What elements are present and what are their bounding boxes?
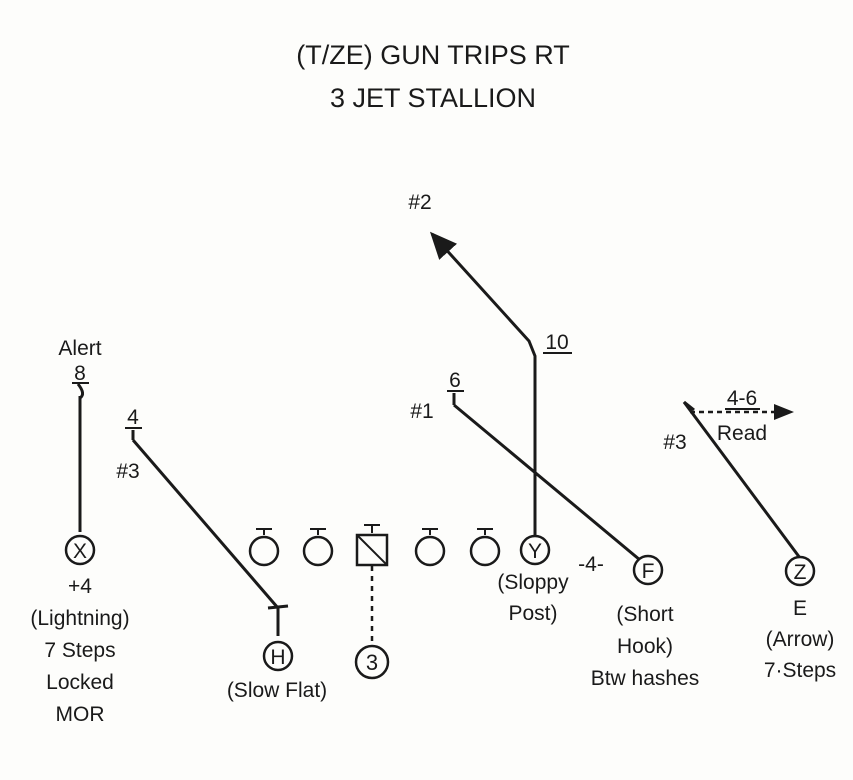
x-note-line5: MOR xyxy=(56,703,105,726)
y-route xyxy=(429,231,537,536)
x-route-break xyxy=(76,383,85,400)
z-route-depth: 4-6 xyxy=(727,387,757,410)
center-slash xyxy=(356,534,388,566)
y-receiver-letter: Y xyxy=(528,540,542,563)
offensive-line xyxy=(248,524,501,567)
f-receiver-letter: F xyxy=(642,560,655,583)
f-route-depth: 6 xyxy=(449,369,461,392)
y-note-line1: (Sloppy xyxy=(497,571,569,594)
h-note: (Slow Flat) xyxy=(227,679,327,702)
z-read-arrowhead xyxy=(774,404,794,420)
f-note-line2: Hook) xyxy=(617,635,673,658)
x-note-line1: +4 xyxy=(68,575,92,598)
h-back-letter: H xyxy=(270,646,285,669)
h-route-depth: 4 xyxy=(127,406,139,429)
z-route-corner xyxy=(683,400,695,412)
h-back xyxy=(262,640,294,672)
x-receiver-letter: X xyxy=(73,540,87,563)
x-route-depth: 8 xyxy=(74,362,86,385)
z-read-tag: Read xyxy=(717,422,767,445)
f-receiver xyxy=(632,554,664,586)
x-note-line3: 7 Steps xyxy=(44,639,115,662)
z-receiver xyxy=(784,555,816,587)
y-route-depth: 10 xyxy=(545,331,568,354)
x-receiver xyxy=(64,534,96,566)
y-read-label: #2 xyxy=(408,191,431,214)
play-title-concept: 3 JET STALLION xyxy=(330,83,536,113)
x-note-line2: (Lightning) xyxy=(30,607,129,630)
x-alert-label: Alert xyxy=(58,337,101,360)
y-receiver xyxy=(519,534,551,566)
play-title-formation: (T/ZE) GUN TRIPS RT xyxy=(296,40,570,70)
z-note-line1: E xyxy=(793,597,807,620)
quarterback xyxy=(354,644,390,680)
left-guard xyxy=(302,535,334,567)
y-note-line2: Post) xyxy=(508,602,557,625)
f-route xyxy=(453,403,641,562)
f-split: -4- xyxy=(578,553,604,576)
left-tackle xyxy=(248,535,280,567)
f-note-line3: Btw hashes xyxy=(591,667,700,690)
f-read-label: #1 xyxy=(410,400,433,423)
z-note-line2: (Arrow) xyxy=(766,628,835,651)
quarterback-number: 3 xyxy=(366,650,378,675)
z-read-label: #3 xyxy=(663,431,686,454)
h-read-label: #3 xyxy=(116,460,139,483)
x-note-line4: Locked xyxy=(46,671,114,694)
h-route xyxy=(131,439,280,609)
z-note-line3: 7·Steps xyxy=(764,659,836,682)
f-note-line1: (Short xyxy=(616,603,673,626)
z-receiver-letter: Z xyxy=(794,561,807,584)
right-tackle xyxy=(469,535,501,567)
right-guard xyxy=(414,535,446,567)
z-route xyxy=(682,401,802,559)
